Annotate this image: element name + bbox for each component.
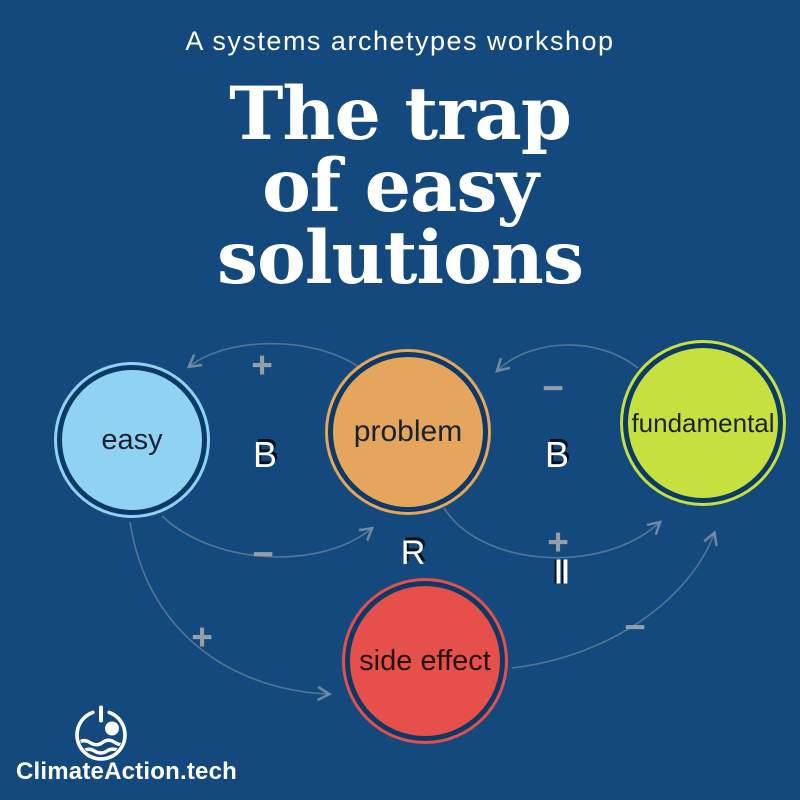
node-problem: problem: [328, 352, 488, 512]
node-easy: easy: [57, 365, 207, 515]
node-fundamental: fundamental: [623, 343, 783, 503]
loop-label-balancing-left: B: [252, 434, 278, 475]
sign-minus-easy-to-problem: −: [252, 533, 274, 575]
loop-label-reinforcing: R: [400, 534, 426, 572]
node-side-effect-label: side effect: [359, 644, 491, 677]
sign-minus-fundamental-to-problem: −: [542, 367, 564, 409]
sign-plus-problem-to-easy: +: [251, 344, 273, 386]
arrow-fundamental-to-problem: [495, 344, 639, 373]
sign-plus-problem-to-fundamental: +: [547, 521, 569, 563]
arrow-easy-to-side-effect: [129, 521, 333, 702]
sign-minus-side-effect-to-fundamental: −: [624, 606, 646, 648]
arrow-side-effect-to-fundamental: [511, 530, 718, 669]
node-easy-label: easy: [101, 423, 163, 456]
arrow-easy-to-problem: [161, 515, 375, 558]
workshop-subtitle: A systems archetypes workshop: [185, 26, 615, 56]
brand-name: ClimateAction.tech: [16, 758, 237, 785]
node-fundamental-label: fundamental: [631, 407, 775, 438]
arrow-problem-to-easy: [186, 342, 369, 375]
poster-title: The trap of easy solutions: [0, 71, 800, 301]
title-line-2: of easy: [262, 143, 539, 229]
title-line-1: The trap: [229, 71, 572, 157]
climateaction-logo-icon: [75, 705, 127, 761]
title-line-3: solutions: [217, 215, 584, 301]
delay-mark-icon: ‖: [553, 553, 573, 591]
loop-label-balancing-right: B: [544, 434, 570, 475]
node-side-effect: side effect: [345, 581, 505, 741]
sign-plus-easy-to-side-effect: +: [191, 616, 213, 658]
node-problem-label: problem: [353, 415, 463, 448]
arrow-problem-to-fundamental: [443, 507, 662, 559]
